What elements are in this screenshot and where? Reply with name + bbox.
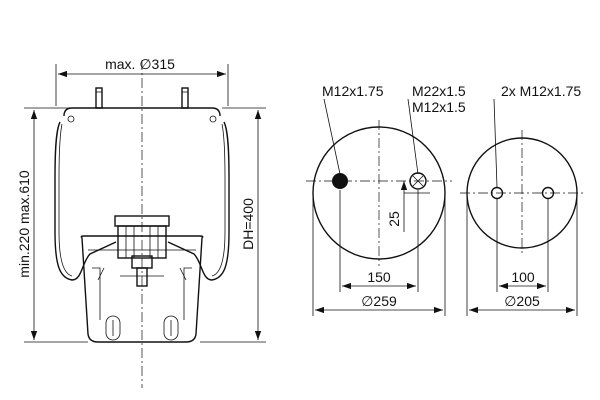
thread-hole-filled-icon	[332, 173, 348, 189]
bottom-diameter-label: ∅205	[504, 293, 540, 309]
top-plate	[63, 107, 221, 117]
connector-leader	[407, 98, 419, 175]
connector-label-line1: M22x1.5	[412, 83, 466, 99]
height-dimension: min.220 max.610	[16, 107, 94, 343]
air-spring-side-view	[54, 60, 230, 388]
width-dimension: max. ∅315	[55, 56, 229, 106]
top-thread-label: M12x1.75	[322, 83, 384, 99]
rubber-bellows	[54, 121, 230, 281]
bottom-thread-leader	[493, 98, 498, 188]
top-diameter-label: ∅259	[361, 293, 397, 309]
bottom-hole-right-icon	[541, 186, 555, 200]
bottom-spacing-label: 100	[511, 269, 535, 285]
design-height-dimension: DH=400	[200, 107, 266, 343]
top-plate-view: M12x1.75 M22x1.5 M12x1.5 25 150 ∅259	[306, 83, 466, 316]
bottom-plate-view: 2x M12x1.75 100 ∅205	[460, 83, 584, 316]
connector-label-line2: M12x1.5	[412, 99, 466, 115]
offset-label: 25	[386, 211, 402, 227]
plate-bolt-right-icon	[209, 115, 217, 123]
top-spacing-label: 150	[367, 269, 391, 285]
top-stud-left	[95, 87, 103, 109]
thread-leader	[323, 98, 341, 175]
bottom-thread-label: 2x M12x1.75	[501, 83, 581, 99]
plate-bolt-left-icon	[67, 115, 75, 123]
bottom-hole-left-icon	[490, 186, 504, 200]
height-label: min.220 max.610	[16, 170, 32, 278]
piston	[80, 235, 204, 343]
top-stud-right	[181, 87, 189, 109]
width-label: max. ∅315	[105, 56, 175, 72]
design-height-label: DH=400	[240, 198, 256, 250]
